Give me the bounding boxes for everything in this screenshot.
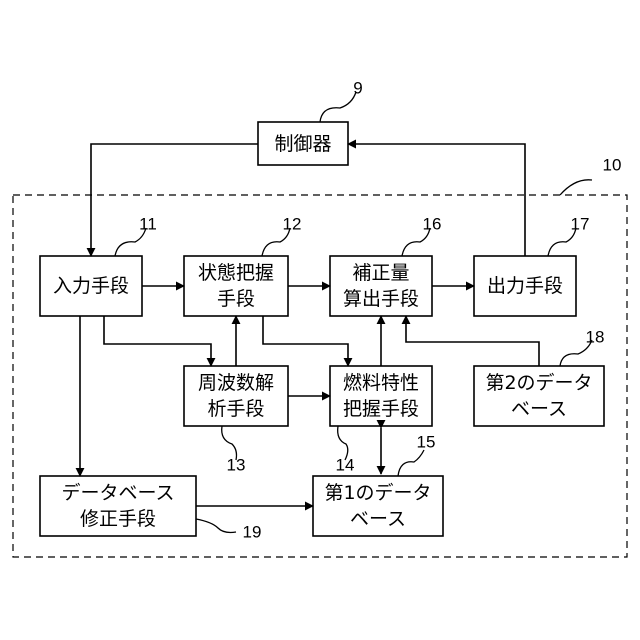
frequency-block: 周波数解 析手段 <box>184 366 288 426</box>
ref-number-db1: 15 <box>417 433 436 452</box>
ref-number-output: 17 <box>571 215 590 234</box>
arrow-input-to-frequency <box>104 316 211 366</box>
state-block: 状態把握 手段 <box>184 256 288 316</box>
arrow-state-to-fuel <box>263 316 348 366</box>
db-fix-label-line2: 修正手段 <box>80 508 156 530</box>
ref-leader-db1 <box>398 450 424 476</box>
state-label-line1: 状態把握 <box>198 262 274 284</box>
db1-block: 第1のデータ ベース <box>313 476 443 536</box>
controller-label: 制御器 <box>274 133 331 155</box>
correction-label-line2: 算出手段 <box>343 288 419 310</box>
ref-leader-db-fix <box>196 519 236 533</box>
state-label-line2: 手段 <box>217 288 255 310</box>
arrow-db2-to-correction <box>406 316 539 366</box>
correction-block: 補正量 算出手段 <box>330 256 432 316</box>
arrow-controller-to-input <box>91 144 258 256</box>
fuel-label-line2: 把握手段 <box>343 398 419 420</box>
ref-number-db-fix: 19 <box>243 523 262 542</box>
controller-block: 制御器 <box>258 122 348 165</box>
ref-number-input: 11 <box>139 215 157 234</box>
ref-number-db2: 18 <box>586 328 605 347</box>
frequency-label-line1: 周波数解 <box>198 372 274 394</box>
db1-label-line2: ベース <box>350 508 406 530</box>
fuel-block: 燃料特性 把握手段 <box>330 366 432 426</box>
frequency-label-line2: 析手段 <box>207 398 264 420</box>
ref-number-controller: 9 <box>353 79 362 98</box>
fuel-label-line1: 燃料特性 <box>343 372 419 394</box>
db-fix-label-line1: データベース <box>61 482 174 504</box>
correction-label-line1: 補正量 <box>352 262 409 284</box>
output-label: 出力手段 <box>487 275 563 297</box>
db1-label-line1: 第1のデータ <box>324 482 431 504</box>
db2-label-line1: 第2のデータ <box>485 372 592 394</box>
ref-number-system: 10 <box>603 156 622 175</box>
db2-block: 第2のデータ ベース <box>474 366 604 426</box>
ref-number-frequency: 13 <box>227 456 246 475</box>
ref-number-fuel: 14 <box>336 456 355 475</box>
db2-label-line2: ベース <box>511 398 567 420</box>
db-fix-block: データベース 修正手段 <box>40 476 196 536</box>
ref-number-state: 12 <box>283 215 302 234</box>
ref-number-correction: 16 <box>423 215 442 234</box>
ref-leader-controller <box>320 92 356 122</box>
output-block: 出力手段 <box>474 256 576 316</box>
input-label: 入力手段 <box>53 275 129 297</box>
input-block: 入力手段 <box>40 256 142 316</box>
arrow-output-to-controller <box>348 144 525 256</box>
ref-leader-system <box>560 180 592 195</box>
